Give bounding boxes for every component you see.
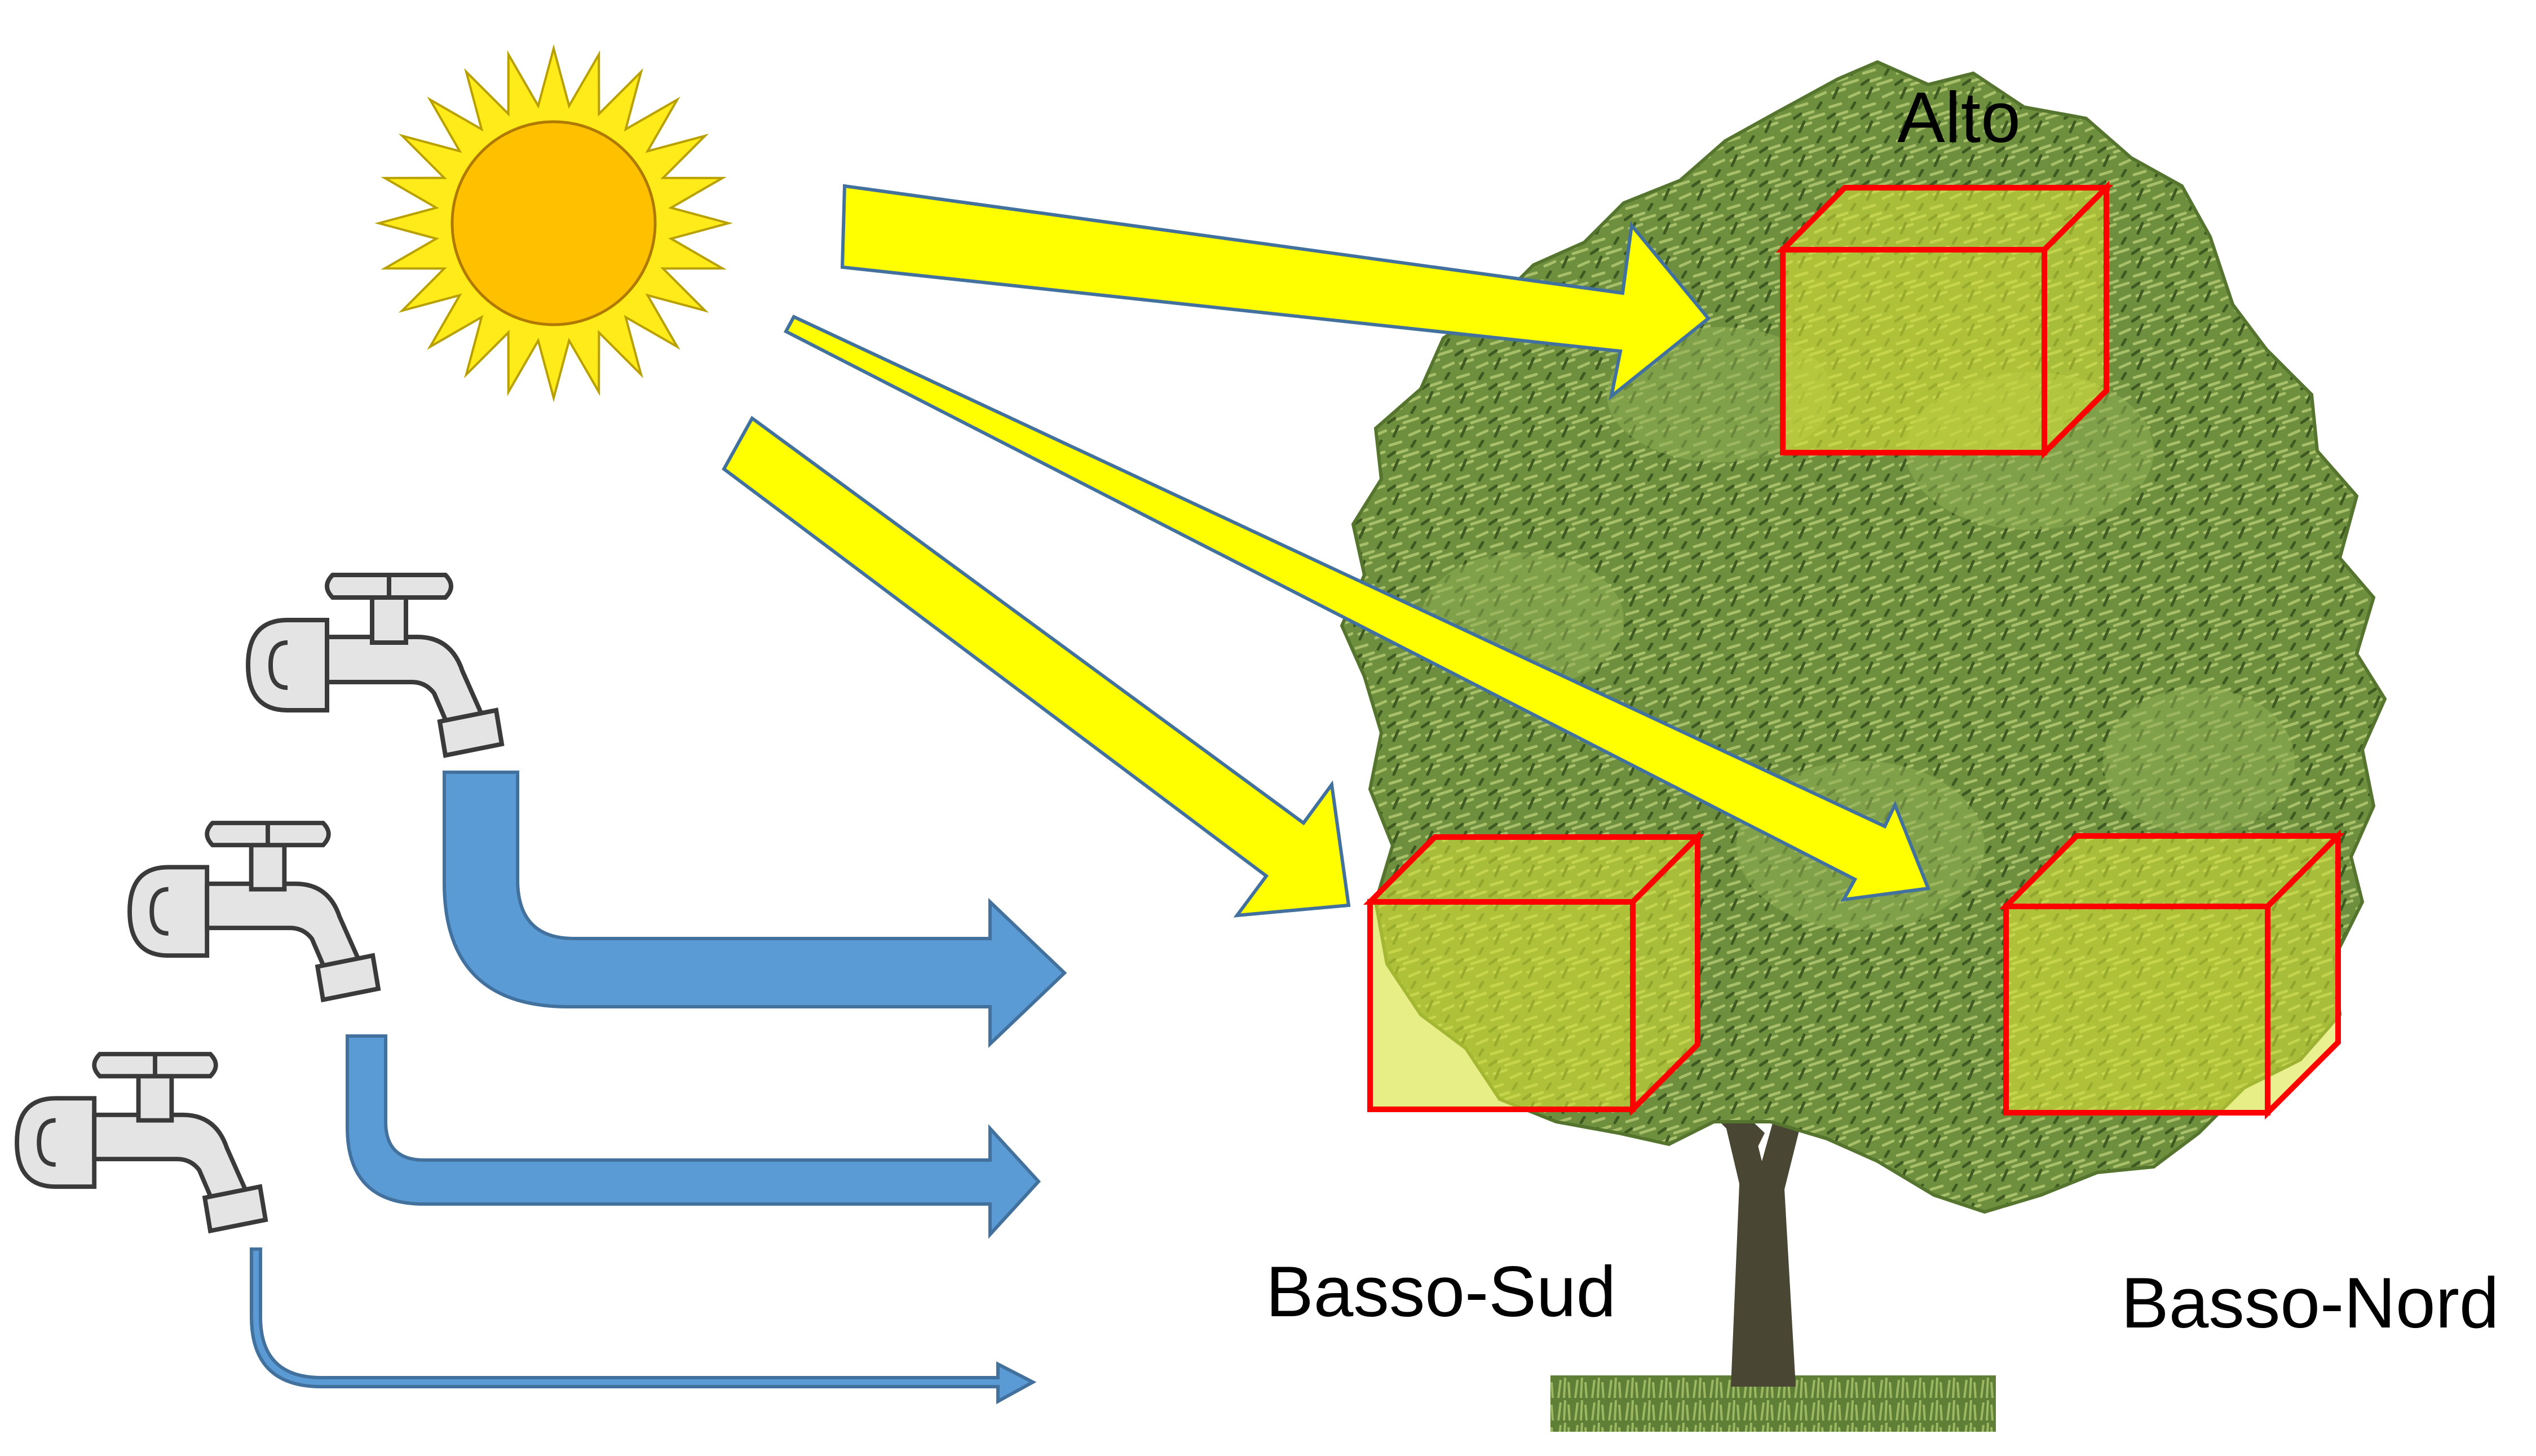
box-low-south [1363, 830, 1705, 1117]
label-low-south: Basso-Sud [1266, 1251, 1616, 1331]
water-arrow-large [443, 771, 1067, 1048]
box-top [1775, 180, 2114, 460]
sunlight-arrows [722, 184, 1931, 918]
sunlight-arrow-to-top [840, 184, 1711, 401]
water-tap-icon [15, 1052, 268, 1234]
water-tap-icon [127, 821, 381, 1003]
water-arrows [250, 771, 1067, 1405]
box-low-north [1999, 829, 2345, 1120]
label-low-north: Basso-Nord [2121, 1263, 2499, 1343]
water-tap-icon [245, 573, 505, 758]
canopy-boxes [1363, 180, 2345, 1120]
water-taps [15, 573, 505, 1234]
label-top: Alto [1897, 77, 2021, 157]
sunlight-arrow-to-low-south [722, 415, 1351, 918]
water-arrow-medium [346, 1034, 1041, 1239]
water-arrow-small [250, 1247, 1037, 1405]
sun-icon [374, 44, 733, 402]
sun-disc [450, 120, 657, 326]
sunlight-arrow-to-low-north [783, 315, 1931, 902]
